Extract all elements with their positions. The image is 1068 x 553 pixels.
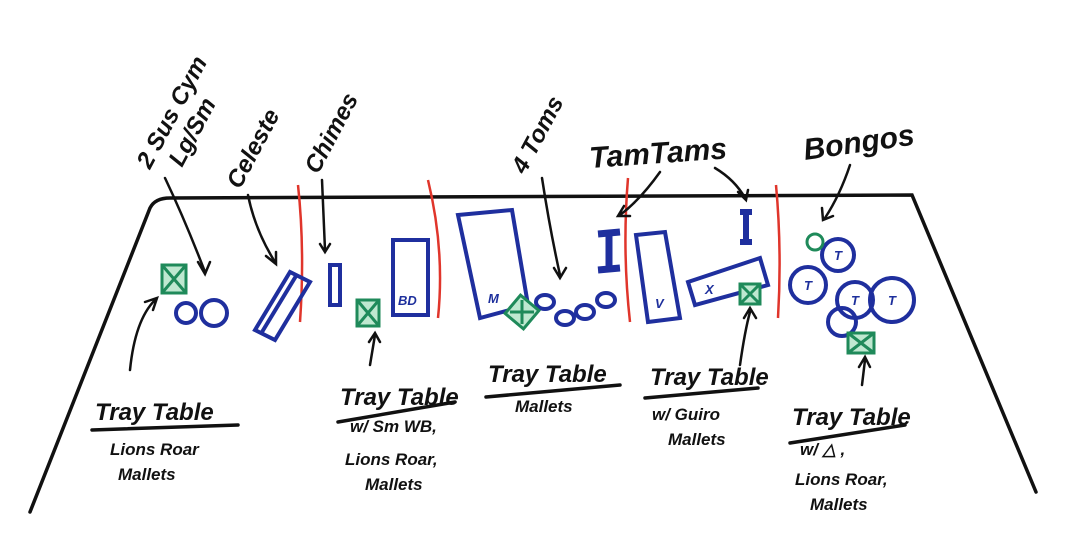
svg-text:Mallets: Mallets [668, 430, 726, 449]
svg-text:T: T [834, 248, 843, 263]
label-cymbals: 2 Sus Cym Lg/Sm [131, 52, 222, 174]
toms [534, 291, 617, 327]
tray-table-2-caption: Tray Table w/ Sm WB, Lions Roar, Mallets [336, 384, 459, 494]
svg-text:T: T [888, 293, 897, 308]
tray-table-3-caption: Tray Table Mallets [484, 361, 622, 416]
svg-text:T: T [851, 293, 860, 308]
section-divider [774, 184, 781, 319]
stage-outline [28, 193, 1038, 514]
label-bongos: Bongos [801, 119, 916, 167]
vibraphone: V [633, 229, 683, 325]
bongos: T T T T [788, 232, 916, 338]
svg-text:Tray Table: Tray Table [95, 399, 214, 426]
cymbal-small [199, 298, 229, 328]
cymbal-large [174, 301, 198, 325]
svg-text:BD: BD [398, 293, 417, 308]
tray-table-4-caption: Tray Table w/ Guiro Mallets [643, 364, 769, 449]
svg-text:Lions Roar: Lions Roar [110, 440, 200, 459]
tray-table-5-caption: Tray Table w/ △ , Lions Roar, Mallets [788, 404, 911, 514]
svg-text:M: M [488, 291, 500, 306]
tray-table-4 [738, 282, 762, 306]
svg-text:Mallets: Mallets [118, 465, 176, 484]
bass-drum: BD [391, 238, 430, 317]
svg-text:X: X [704, 282, 715, 297]
tamtam-left [597, 228, 621, 274]
xylophone: X [685, 255, 771, 308]
section-divider [426, 179, 442, 319]
svg-text:Lions Roar,: Lions Roar, [795, 470, 888, 489]
svg-text:V: V [655, 296, 665, 311]
label-tamtams: TamTams [588, 132, 728, 175]
svg-text:w/ Guiro: w/ Guiro [652, 405, 720, 424]
chimes [328, 263, 342, 307]
tray-table-3 [502, 292, 542, 332]
svg-text:Tray Table: Tray Table [488, 361, 607, 388]
section-divider [296, 184, 304, 323]
svg-text:Mallets: Mallets [365, 475, 423, 494]
svg-text:Mallets: Mallets [515, 397, 573, 416]
section-divider [624, 177, 632, 323]
tray-table-1 [160, 263, 188, 295]
label-toms: 4 Toms [506, 92, 569, 179]
label-chimes: Chimes [299, 89, 364, 178]
svg-text:w/ Sm WB,: w/ Sm WB, [350, 417, 437, 436]
tray-table-5 [846, 331, 876, 355]
svg-text:Mallets: Mallets [810, 495, 868, 514]
svg-text:w/ △ ,: w/ △ , [800, 440, 845, 459]
label-celeste: Celeste [221, 105, 285, 193]
celeste [252, 269, 313, 343]
svg-text:Tray Table: Tray Table [650, 364, 769, 391]
svg-text:Lions Roar,: Lions Roar, [345, 450, 438, 469]
svg-text:T: T [804, 278, 813, 293]
tray-table-2 [355, 298, 381, 328]
svg-text:Tray Table: Tray Table [340, 384, 459, 411]
tamtam-right [740, 209, 752, 245]
tray-table-1-caption: Tray Table Lions Roar Mallets [90, 399, 240, 484]
